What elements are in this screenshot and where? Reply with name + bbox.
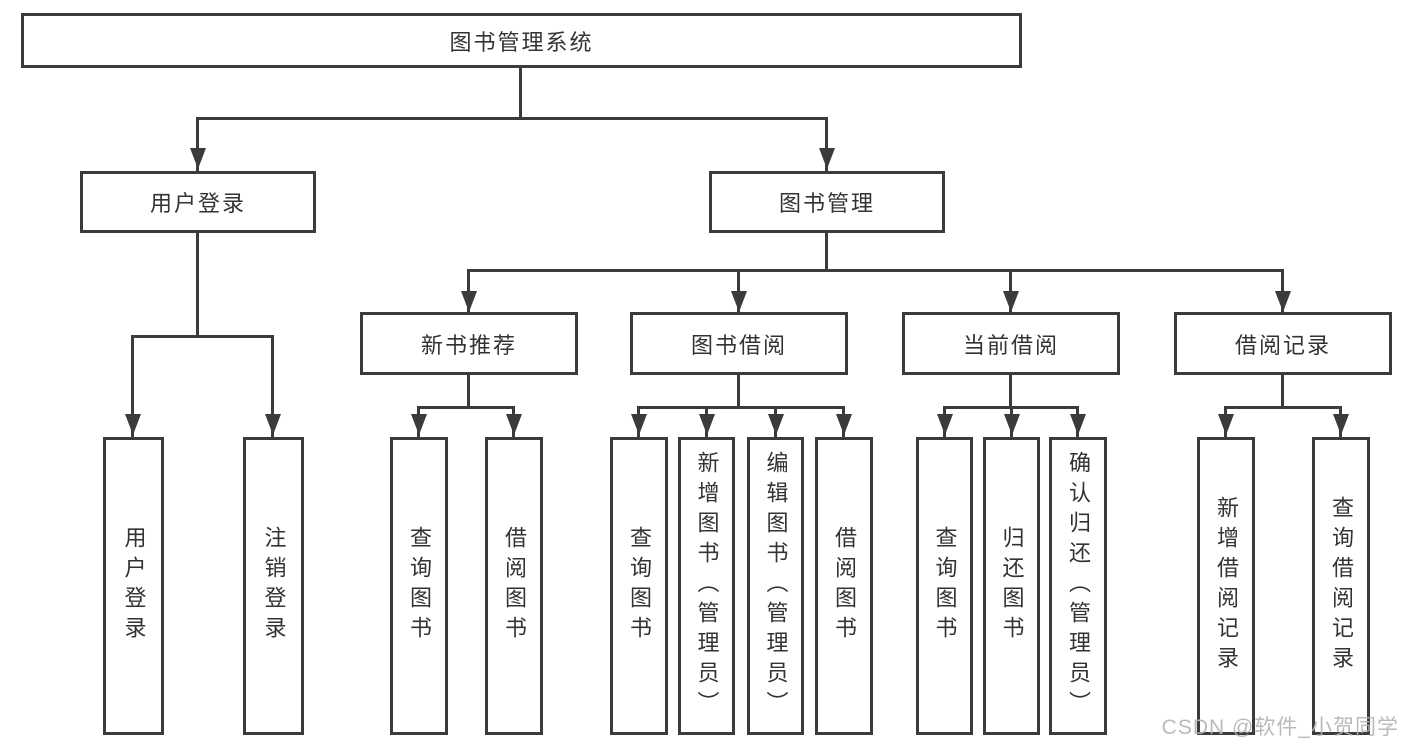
leaf-user-login: 用户登录 [103, 437, 164, 735]
leaf-bb-query-books: 查询图书 [610, 437, 668, 735]
connector-line [196, 117, 828, 120]
connector-line [1224, 406, 1342, 409]
connector-arrowhead [411, 414, 427, 435]
leaf-bb-add-books-admin-label: 新增图书（管理员） [694, 451, 720, 721]
node-borrow-record: 借阅记录 [1174, 312, 1392, 375]
connector-line [196, 117, 199, 171]
connector-line [519, 68, 522, 120]
node-current-borrow-label: 当前借阅 [962, 332, 1059, 358]
connector-line [1009, 375, 1012, 409]
leaf-br-add-record: 新增借阅记录 [1197, 437, 1255, 735]
leaf-cb-return-books: 归还图书 [983, 437, 1040, 735]
connector-arrowhead [461, 291, 477, 312]
leaf-nbr-borrow-books: 借阅图书 [485, 437, 543, 735]
connector-arrowhead [1070, 414, 1086, 435]
connector-arrowhead [1218, 414, 1234, 435]
connector-line [467, 269, 1284, 272]
leaf-cb-query-books: 查询图书 [916, 437, 973, 735]
node-current-borrow: 当前借阅 [902, 312, 1120, 375]
connector-arrowhead [631, 414, 647, 435]
connector-arrowhead [731, 291, 747, 312]
leaf-logout-label: 注销登录 [261, 526, 287, 646]
connector-line [131, 335, 134, 437]
connector-arrowhead [1333, 414, 1349, 435]
node-user-login: 用户登录 [80, 171, 316, 233]
connector-arrowhead [506, 414, 522, 435]
node-root: 图书管理系统 [21, 13, 1022, 68]
connector-line [825, 117, 828, 171]
connector-arrowhead [190, 148, 206, 169]
connector-arrowhead [699, 414, 715, 435]
connector-line [131, 335, 274, 338]
connector-arrowhead [1003, 291, 1019, 312]
connector-line [825, 232, 828, 272]
connector-line [1009, 269, 1012, 312]
leaf-bb-add-books-admin: 新增图书（管理员） [678, 437, 735, 735]
connector-line [271, 335, 274, 437]
connector-arrowhead [1004, 414, 1020, 435]
node-new-book-rec-label: 新书推荐 [420, 332, 517, 358]
connector-line [737, 375, 740, 409]
connector-line [1281, 269, 1284, 312]
connector-arrowhead [125, 414, 141, 435]
node-user-login-label: 用户登录 [149, 191, 246, 216]
node-book-borrow: 图书借阅 [630, 312, 848, 375]
leaf-bb-edit-books-admin-label: 编辑图书（管理员） [763, 451, 789, 721]
leaf-bb-query-books-label: 查询图书 [627, 526, 652, 646]
node-root-label: 图书管理系统 [449, 29, 594, 55]
node-book-mgmt-label: 图书管理 [778, 191, 875, 216]
node-borrow-record-label: 借阅记录 [1234, 332, 1331, 358]
leaf-nbr-borrow-books-label: 借阅图书 [502, 526, 527, 646]
leaf-cb-confirm-return-admin-label: 确认归还（管理员） [1066, 451, 1091, 721]
connector-arrowhead [836, 414, 852, 435]
node-book-mgmt: 图书管理 [709, 171, 945, 233]
leaf-br-query-record-label: 查询借阅记录 [1329, 496, 1354, 676]
leaf-bb-borrow-books: 借阅图书 [815, 437, 873, 735]
connector-arrowhead [768, 414, 784, 435]
node-new-book-rec: 新书推荐 [360, 312, 578, 375]
connector-line [737, 269, 740, 312]
leaf-nbr-query-books-label: 查询图书 [407, 526, 432, 646]
connector-arrowhead [1275, 291, 1291, 312]
leaf-br-add-record-label: 新增借阅记录 [1214, 496, 1239, 676]
connector-line [1281, 375, 1284, 409]
connector-arrowhead [819, 148, 835, 169]
leaf-bb-edit-books-admin: 编辑图书（管理员） [747, 437, 804, 735]
leaf-cb-confirm-return-admin: 确认归还（管理员） [1049, 437, 1107, 735]
watermark: CSDN @软件_小贺同学 [1161, 716, 1399, 739]
leaf-bb-borrow-books-label: 借阅图书 [832, 526, 857, 646]
leaf-br-query-record: 查询借阅记录 [1312, 437, 1370, 735]
leaf-user-login-label: 用户登录 [121, 526, 147, 646]
leaf-logout: 注销登录 [243, 437, 304, 735]
connector-line [467, 269, 470, 312]
leaf-nbr-query-books: 查询图书 [390, 437, 448, 735]
connector-line [637, 406, 845, 409]
connector-line [417, 406, 515, 409]
leaf-cb-query-books-label: 查询图书 [932, 526, 958, 646]
connector-line [467, 375, 470, 409]
connector-arrowhead [265, 414, 281, 435]
leaf-cb-return-books-label: 归还图书 [999, 526, 1025, 646]
connector-arrowhead [937, 414, 953, 435]
connector-line [196, 232, 199, 338]
node-book-borrow-label: 图书借阅 [690, 332, 787, 358]
